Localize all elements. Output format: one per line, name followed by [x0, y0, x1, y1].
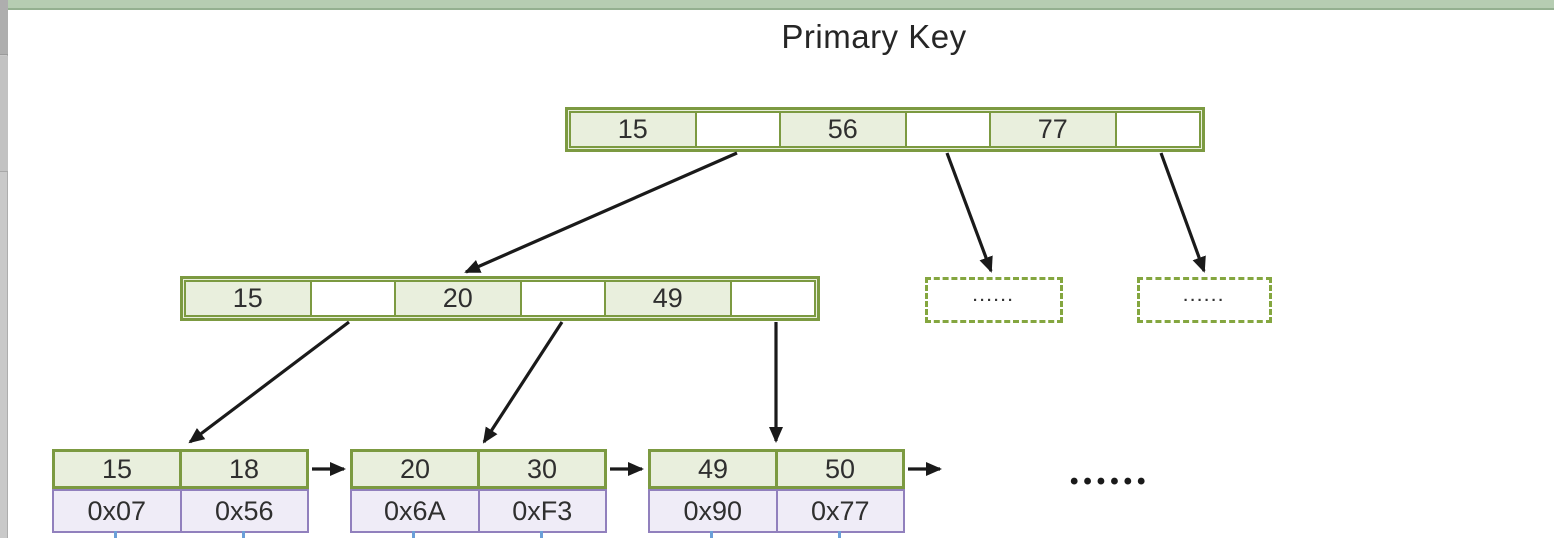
leaf-key-cell: 50 [775, 452, 902, 486]
record-link-tick [412, 531, 415, 538]
arrow-root-to-level2 [464, 151, 738, 274]
dashed-placeholder-node: ······ [925, 277, 1063, 323]
level2-key-cell: 15 [184, 280, 312, 317]
arrow-level2-to-leaf1 [188, 320, 350, 444]
root-key-cell: 15 [569, 111, 697, 148]
root-key-cell: 56 [779, 111, 907, 148]
leaf-pointer-cell: 0x56 [179, 491, 308, 531]
leaf-pointer-cell: 0xF3 [477, 491, 606, 531]
leaf-key-cell: 15 [101, 453, 133, 484]
leaf-pointer-cell: 0x77 [775, 491, 904, 531]
leaf-pointer-cell: 0x90 [683, 495, 743, 526]
leaf-pointer-row: 0x90 0x77 [648, 489, 905, 533]
leaf-key-row: 15 18 [52, 449, 309, 489]
record-link-tick [540, 531, 543, 538]
dashed-placeholder-node: ······ [1137, 277, 1272, 323]
leaf-key-cell: 20 [399, 453, 431, 484]
level2-pointer-cell [309, 280, 396, 317]
record-link-tick [838, 531, 841, 538]
leaf-pointer-row: 0x6A 0xF3 [350, 489, 607, 533]
leaf-node: 20 30 0x6A 0xF3 [350, 449, 607, 533]
leaf-pointer-cell: 0x07 [87, 495, 147, 526]
level2-index-node: 15 20 49 [180, 276, 820, 321]
leaf-key-row: 49 50 [648, 449, 905, 489]
arrow-level2-to-leaf2 [482, 321, 564, 444]
root-pointer-cell [694, 111, 781, 148]
scrollbar-segment[interactable] [0, 0, 8, 55]
level2-pointer-cell [729, 280, 816, 317]
level2-pointer-cell [519, 280, 606, 317]
root-pointer-cell [1114, 111, 1201, 148]
level2-key-cell: 49 [604, 280, 732, 317]
record-link-tick [114, 531, 117, 538]
leaf-key-cell: 30 [477, 452, 604, 486]
left-scrollbar-track[interactable] [0, 0, 8, 538]
leaf-chain-ellipsis: •••••• [1070, 468, 1151, 495]
leaf-node: 49 50 0x90 0x77 [648, 449, 905, 533]
leaf-key-cell: 18 [179, 452, 306, 486]
level2-key-cell: 20 [394, 280, 522, 317]
root-key-cell: 77 [989, 111, 1117, 148]
leaf-key-cell: 49 [697, 453, 729, 484]
root-pointer-cell [904, 111, 991, 148]
arrow-root-to-dashed2 [1159, 152, 1206, 273]
leaf-pointer-row: 0x07 0x56 [52, 489, 309, 533]
leaf-node: 15 18 0x07 0x56 [52, 449, 309, 533]
arrow-root-to-dashed1 [945, 152, 993, 273]
window-top-bar [8, 0, 1554, 10]
scrollbar-segment[interactable] [0, 56, 8, 172]
root-index-node: 15 56 77 [565, 107, 1205, 152]
diagram-title: Primary Key [781, 18, 967, 55]
leaf-pointer-cell: 0x6A [383, 495, 446, 526]
leaf-key-row: 20 30 [350, 449, 607, 489]
record-link-tick [242, 531, 245, 538]
record-link-tick [710, 531, 713, 538]
